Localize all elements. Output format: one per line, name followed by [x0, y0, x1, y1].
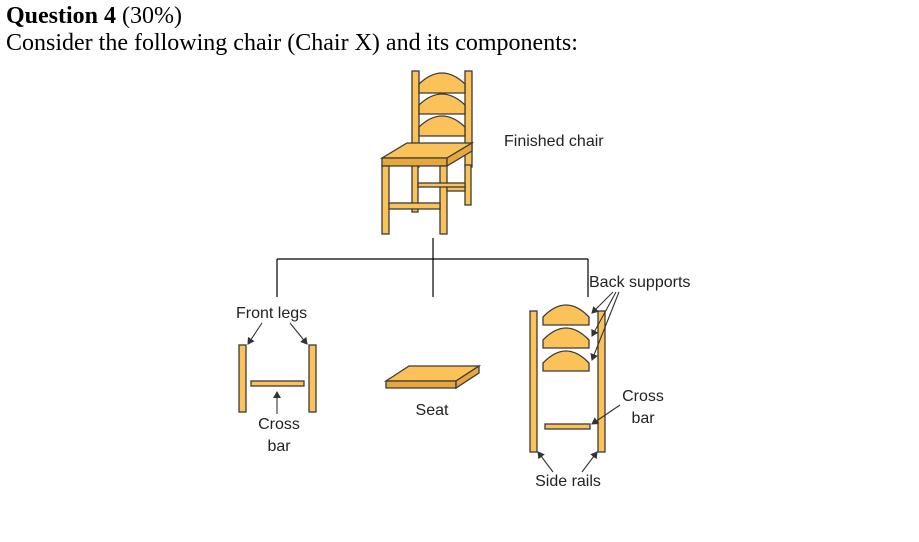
question-weight: (30%) [122, 3, 182, 29]
front-legs-cross-bar [250, 380, 305, 387]
arrow-to-side-rail-right [581, 451, 598, 473]
back-support-top [542, 304, 590, 326]
arrow-to-back-cross-bar [591, 404, 621, 425]
chair-rear-cross-bar [417, 182, 466, 188]
label-side-cross-bar-line2: bar [631, 410, 655, 427]
component-tree-lines [276, 238, 589, 297]
front-leg-left [238, 344, 247, 413]
label-front-cross-bar-line2: bar [267, 438, 291, 455]
label-finished-chair: Finished chair [504, 133, 604, 150]
label-side-rails: Side rails [535, 473, 601, 490]
question-heading: Question 4 (30%) [6, 2, 182, 30]
chair-back-slat-top [418, 72, 466, 94]
chair-seat-front-edge [381, 157, 448, 167]
back-support-middle [542, 327, 590, 349]
side-rail-right [597, 310, 606, 453]
label-side-cross-bar-line1: Cross [622, 388, 664, 405]
seat-side-edge [455, 364, 480, 390]
chair-back-slat-bottom [418, 115, 466, 137]
seat-front-edge [385, 380, 457, 389]
chair-front-leg-left [381, 165, 390, 235]
front-legs-arrows [247, 322, 308, 414]
chair-front-leg-right [439, 165, 448, 235]
finished-chair-illustration [379, 70, 475, 235]
arrow-to-back-support-top [591, 291, 614, 314]
question-prompt: Consider the following chair (Chair X) a… [6, 30, 578, 56]
label-back-supports: Back supports [589, 274, 690, 291]
chair-front-cross-bar [388, 202, 441, 210]
chair-rear-leg-right [464, 164, 472, 206]
back-assembly-illustration [529, 304, 606, 453]
label-front-legs: Front legs [236, 305, 307, 322]
front-leg-right [308, 344, 317, 413]
seat-illustration [383, 364, 482, 390]
back-support-bottom [542, 350, 590, 372]
back-cross-bar [544, 423, 591, 430]
chair-seat-side-edge [446, 141, 473, 168]
arrow-to-back-support-middle [591, 291, 617, 337]
back-assembly-arrows [537, 291, 621, 473]
arrow-to-back-support-bottom [590, 291, 620, 361]
label-seat: Seat [416, 402, 449, 419]
arrow-to-side-rail-left [537, 451, 554, 473]
question-number: Question 4 [6, 3, 117, 29]
chair-back-slat-middle [418, 93, 466, 115]
arrow-to-front-leg-right [289, 322, 308, 345]
label-front-cross-bar-line1: Cross [258, 416, 300, 433]
arrow-to-front-leg-left [247, 322, 263, 345]
front-legs-illustration [238, 344, 317, 413]
side-rail-left [529, 310, 538, 453]
